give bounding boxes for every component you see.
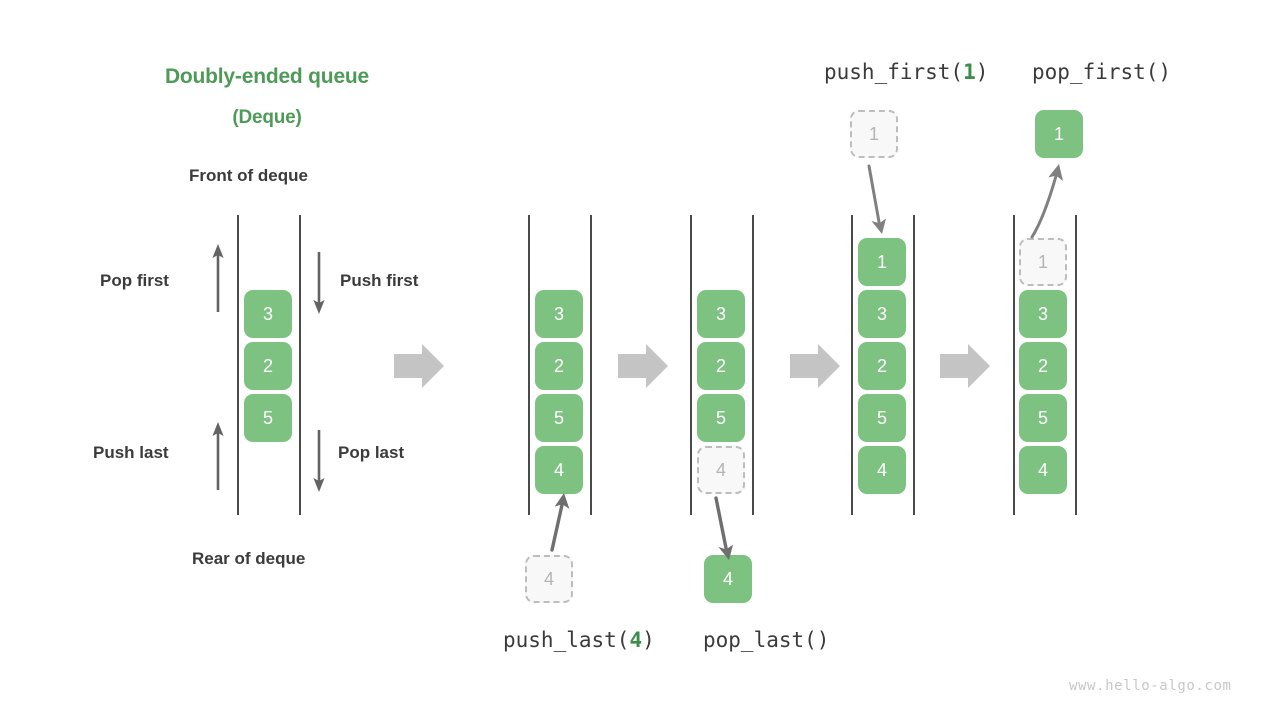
deque-rail-right-panel-5 [1075,215,1077,515]
op-push-first-name: push_first( [824,60,964,84]
deque-item-value: 5 [553,407,564,428]
deque-item-value: 3 [262,303,273,324]
deque-item: 5 [858,394,906,442]
deque-rail-left-panel-5 [1013,215,1015,515]
diagram-title: Doubly-ended queue (Deque) [117,56,417,138]
deque-incoming-item: 4 [525,555,573,603]
deque-item-value: 4 [722,568,733,589]
deque-item-value: 2 [1037,355,1048,376]
op-pop-first-name: pop_first() [1032,60,1172,84]
deque-item: 5 [697,394,745,442]
title-line-2: (Deque) [232,107,302,128]
deque-item-value: 3 [553,303,564,324]
deque-rail-left-panel-3 [690,215,692,515]
deque-item-value: 3 [715,303,726,324]
label-push-last: Push last [93,443,169,462]
deque-item: 2 [244,342,292,390]
arrow-pop-last-remove [714,496,733,560]
watermark: www.hello-algo.com [1069,678,1232,694]
deque-item: 3 [697,290,745,338]
arrow-pop-first-remove [1030,164,1063,239]
deque-item-value: 3 [1037,303,1048,324]
arrow-push-last [212,422,224,490]
deque-item-value: 5 [715,407,726,428]
block-arrow-step-3 [790,344,840,388]
deque-item-value: 1 [1037,251,1048,272]
arrow-push-last-insert [550,493,570,552]
deque-item: 2 [535,342,583,390]
deque-item: 4 [535,446,583,494]
label-push-first: Push first [340,271,419,290]
op-label-push-last: push_last(4) [503,628,655,652]
deque-item-value: 4 [543,568,554,589]
label-pop-last: Pop last [338,443,405,462]
deque-outgoing-item: 4 [704,555,752,603]
deque-rail-left-panel-4 [851,215,853,515]
op-pop-last-name: pop_last() [703,628,830,652]
deque-item: 3 [244,290,292,338]
op-push-first-arg: 1 [963,60,976,84]
deque-item-value: 3 [876,303,887,324]
deque-incoming-item: 1 [850,110,898,158]
deque-item: 2 [1019,342,1067,390]
deque-rail-right-panel-3 [752,215,754,515]
label-rear-of-deque: Rear of deque [192,549,306,568]
deque-item-value: 2 [876,355,887,376]
deque-item: 3 [858,290,906,338]
deque-item-value: 4 [715,459,726,480]
op-push-last-close: ) [642,628,655,652]
deque-item-value: 5 [262,407,273,428]
op-label-pop-last: pop_last() [703,628,829,652]
deque-item-value: 5 [876,407,887,428]
arrow-push-first-insert [867,164,886,234]
op-push-last-name: push_last( [503,628,630,652]
label-front-of-deque: Front of deque [189,166,308,185]
deque-item: 5 [244,394,292,442]
deque-rail-right-panel-4 [913,215,915,515]
deque-item-value: 4 [553,459,564,480]
deque-item-value: 2 [715,355,726,376]
block-arrow-step-4 [940,344,990,388]
deque-outgoing-item: 1 [1035,110,1083,158]
arrow-push-first [313,252,325,314]
deque-item: 4 [858,446,906,494]
op-label-pop-first: pop_first() [1032,60,1171,84]
deque-item-removed: 1 [1019,238,1067,286]
label-pop-first: Pop first [100,271,169,290]
deque-item-value: 4 [1037,459,1048,480]
deque-item: 3 [535,290,583,338]
op-label-push-first: push_first(1) [824,60,988,84]
deque-item-value: 1 [1053,123,1064,144]
deque-item: 5 [1019,394,1067,442]
arrow-pop-last [313,430,325,492]
arrow-pop-first [212,244,224,312]
deque-item-value: 1 [868,123,879,144]
deque-item: 2 [697,342,745,390]
block-arrow-step-1 [394,344,444,388]
title-line-1: Doubly-ended queue [164,65,370,88]
deque-item-value: 1 [876,251,887,272]
deque-item: 5 [535,394,583,442]
deque-rail-left-panel-2 [528,215,530,515]
deque-item: 3 [1019,290,1067,338]
deque-item-value: 4 [876,459,887,480]
deque-item-value: 2 [262,355,273,376]
deque-item: 4 [1019,446,1067,494]
deque-item: 2 [858,342,906,390]
deque-item-value: 5 [1037,407,1048,428]
op-push-first-close: ) [975,60,989,84]
op-push-last-arg: 4 [629,628,643,652]
deque-item-removed: 4 [697,446,745,494]
block-arrow-step-2 [618,344,668,388]
deque-item-value: 2 [553,355,564,376]
deque-rail-right-panel-1 [299,215,301,515]
deque-rail-left-panel-1 [237,215,239,515]
deque-rail-right-panel-2 [590,215,592,515]
deque-item: 1 [858,238,906,286]
